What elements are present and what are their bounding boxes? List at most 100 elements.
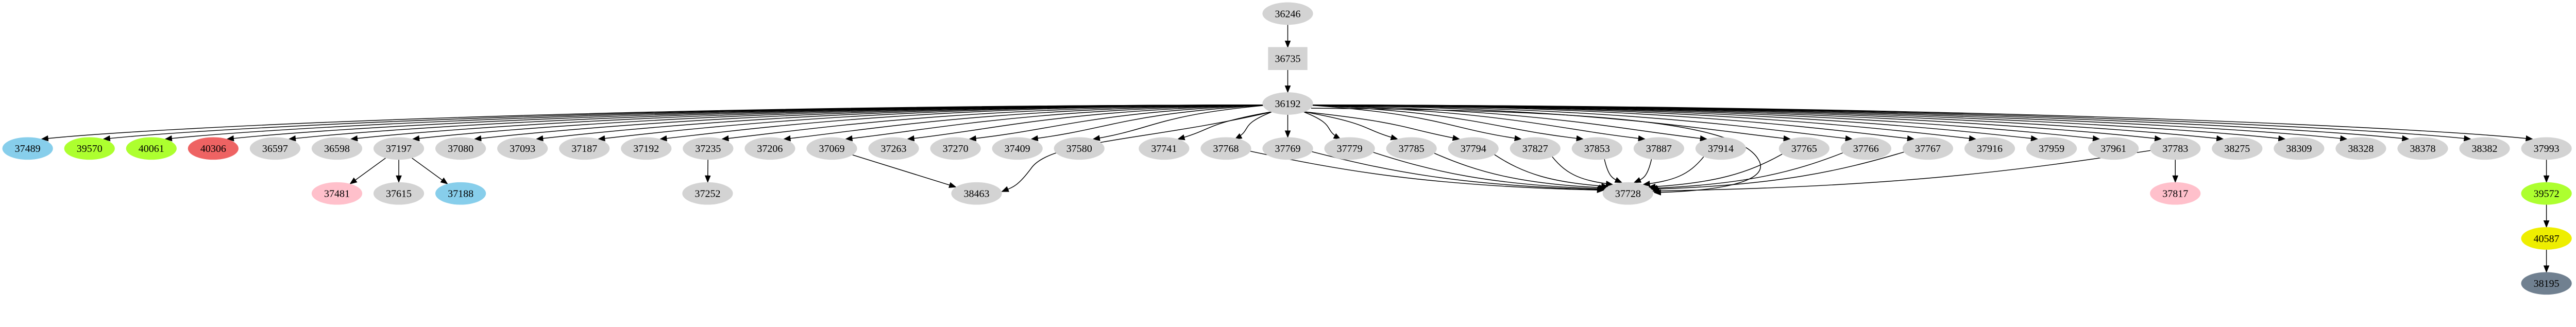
node-37783[interactable]: 37783 [2150, 137, 2201, 160]
node-ellipse [1200, 137, 1251, 160]
node-37093[interactable]: 37093 [497, 137, 548, 160]
node-37959[interactable]: 37959 [2026, 137, 2077, 160]
node-38195[interactable]: 38195 [2521, 272, 2572, 295]
node-label: 37197 [386, 143, 412, 154]
node-label: 37961 [2100, 143, 2126, 154]
edge-37197-37481 [349, 158, 386, 184]
edge-36192-37580 [1092, 105, 1269, 141]
node-37853[interactable]: 37853 [1571, 137, 1622, 160]
edge-37794-37728 [1494, 154, 1609, 190]
node-39570[interactable]: 39570 [64, 137, 115, 160]
node-36598[interactable]: 36598 [311, 137, 363, 160]
node-37728[interactable]: 37728 [1602, 182, 1653, 205]
node-ellipse [2274, 137, 2325, 160]
node-37206[interactable]: 37206 [744, 137, 795, 160]
node-ellipse [1602, 182, 1653, 205]
node-37252[interactable]: 37252 [682, 182, 733, 205]
node-label: 38309 [2286, 143, 2312, 154]
node-39572[interactable]: 39572 [2521, 182, 2572, 205]
node-37263[interactable]: 37263 [868, 137, 919, 160]
node-label: 38378 [2410, 143, 2435, 154]
node-37580[interactable]: 37580 [1054, 137, 1105, 160]
node-37188[interactable]: 37188 [435, 182, 486, 205]
node-37961[interactable]: 37961 [2088, 137, 2139, 160]
node-37187[interactable]: 37187 [559, 137, 610, 160]
node-label: 37489 [15, 143, 41, 154]
node-ellipse [1262, 2, 1313, 25]
node-label: 38463 [964, 188, 990, 200]
edge-37779-37728 [1373, 152, 1606, 192]
node-label: 38382 [2472, 143, 2498, 154]
edge-36192-37270 [969, 105, 1268, 142]
node-ellipse [1510, 137, 1561, 160]
node-37785[interactable]: 37785 [1386, 137, 1437, 160]
node-ellipse [1262, 92, 1313, 115]
node-ellipse [2150, 182, 2201, 205]
node-36246[interactable]: 36246 [1262, 2, 1313, 25]
node-ellipse [868, 137, 919, 160]
node-37741[interactable]: 37741 [1139, 137, 1190, 160]
node-37069[interactable]: 37069 [806, 137, 857, 160]
node-label: 38328 [2348, 143, 2374, 154]
edge-37197-37188 [412, 158, 448, 184]
node-label: 40306 [200, 143, 226, 154]
node-38463[interactable]: 38463 [951, 182, 1002, 205]
node-37197[interactable]: 37197 [373, 137, 425, 160]
node-label: 37580 [1066, 143, 1092, 154]
node-37481[interactable]: 37481 [311, 182, 363, 205]
node-ellipse [188, 137, 239, 160]
node-40061[interactable]: 40061 [126, 137, 177, 160]
node-label: 37187 [571, 143, 597, 154]
node-ellipse [311, 182, 363, 205]
node-ellipse [2150, 137, 2201, 160]
node-38275[interactable]: 38275 [2212, 137, 2263, 160]
node-37615[interactable]: 37615 [373, 182, 425, 205]
node-37769[interactable]: 37769 [1262, 137, 1313, 160]
node-38309[interactable]: 38309 [2274, 137, 2325, 160]
node-40306[interactable]: 40306 [188, 137, 239, 160]
node-ellipse [126, 137, 177, 160]
node-36597[interactable]: 36597 [249, 137, 301, 160]
node-37768[interactable]: 37768 [1200, 137, 1251, 160]
node-ellipse [1448, 137, 1499, 160]
node-37409[interactable]: 37409 [992, 137, 1043, 160]
node-37794[interactable]: 37794 [1448, 137, 1499, 160]
node-37767[interactable]: 37767 [1902, 137, 1954, 160]
node-37827[interactable]: 37827 [1510, 137, 1561, 160]
node-37916[interactable]: 37916 [1964, 137, 2015, 160]
node-37270[interactable]: 37270 [930, 137, 981, 160]
node-40587[interactable]: 40587 [2521, 227, 2572, 250]
node-37765[interactable]: 37765 [1778, 137, 1829, 160]
node-37779[interactable]: 37779 [1324, 137, 1375, 160]
node-label: 37817 [2162, 188, 2188, 200]
node-37192[interactable]: 37192 [621, 137, 672, 160]
node-37489[interactable]: 37489 [2, 137, 53, 160]
node-37235[interactable]: 37235 [683, 137, 734, 160]
edge-36192-37187 [597, 105, 1263, 142]
node-ellipse [64, 137, 115, 160]
node-37080[interactable]: 37080 [435, 137, 486, 160]
node-38328[interactable]: 38328 [2335, 137, 2386, 160]
node-label: 37188 [448, 188, 473, 200]
node-37766[interactable]: 37766 [1840, 137, 1892, 160]
node-ellipse [435, 137, 486, 160]
edge-37766-37728 [1650, 152, 1843, 191]
node-36192[interactable]: 36192 [1262, 92, 1313, 115]
node-37817[interactable]: 37817 [2150, 182, 2201, 205]
edge-36192-37768 [1234, 111, 1272, 140]
node-label: 38195 [2534, 278, 2560, 289]
node-37993[interactable]: 37993 [2521, 137, 2572, 160]
node-ellipse [1571, 137, 1622, 160]
node-label: 37080 [448, 143, 473, 154]
node-label: 37069 [819, 143, 844, 154]
node-label: 37768 [1213, 143, 1239, 154]
node-38382[interactable]: 38382 [2459, 137, 2510, 160]
node-ellipse [1054, 137, 1105, 160]
node-37914[interactable]: 37914 [1695, 137, 1747, 160]
node-37887[interactable]: 37887 [1633, 137, 1685, 160]
edge-36192-37069 [845, 105, 1266, 142]
node-38378[interactable]: 38378 [2397, 137, 2448, 160]
edge-36192-37765 [1311, 105, 1791, 142]
node-label: 39570 [77, 143, 103, 154]
node-36735[interactable]: 36735 [1268, 47, 1308, 70]
